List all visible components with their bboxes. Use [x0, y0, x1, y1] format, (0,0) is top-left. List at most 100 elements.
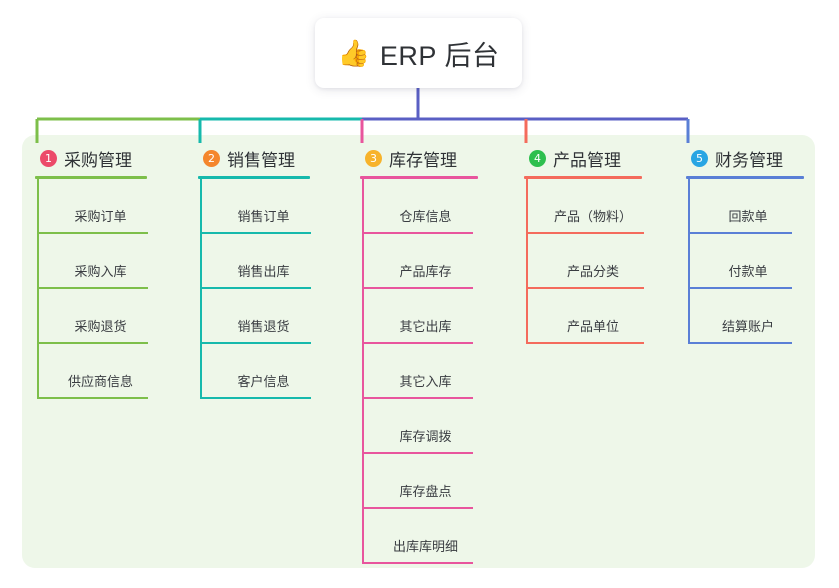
branch-title: 采购管理 — [64, 150, 132, 170]
list-item-label: 销售出库 — [237, 264, 290, 279]
branch-vertical-stem — [526, 179, 528, 344]
list-item[interactable]: 付款单 — [686, 234, 804, 289]
diagram-panel-background — [22, 135, 815, 568]
root-node-content: 👍 ERP 后台 — [338, 34, 500, 73]
list-item[interactable]: 回款单 — [686, 179, 804, 234]
list-item[interactable]: 库存盘点 — [360, 454, 478, 509]
list-item-label: 产品（物料） — [553, 209, 632, 224]
list-item-underline — [362, 562, 473, 564]
list-item-underline — [362, 232, 473, 234]
list-item[interactable]: 其它入库 — [360, 344, 478, 399]
list-item-underline — [37, 397, 148, 399]
branch-header-underline — [360, 176, 478, 179]
list-item-label: 结算账户 — [721, 319, 774, 334]
branch-vertical-stem — [688, 179, 690, 344]
list-item[interactable]: 产品分类 — [524, 234, 644, 289]
list-item-underline — [362, 342, 473, 344]
branch-number-badge: 2 — [203, 149, 220, 167]
list-item-underline — [362, 287, 473, 289]
list-item[interactable]: 产品单位 — [524, 289, 644, 344]
list-item-label: 采购入库 — [74, 264, 127, 279]
list-item-underline — [37, 342, 148, 344]
root-node-erp-backend[interactable]: 👍 ERP 后台 — [315, 18, 522, 88]
list-item-underline — [688, 232, 792, 234]
branch-column-销售管理: 2 销售管理销售订单销售出库销售退货客户信息 — [198, 145, 311, 399]
branch-column-财务管理: 5 财务管理回款单付款单结算账户 — [686, 145, 804, 344]
branch-number-badge: 5 — [691, 149, 708, 167]
branch-header-underline — [35, 176, 147, 179]
list-item-label: 产品分类 — [566, 264, 619, 279]
list-item-label: 客户信息 — [237, 374, 290, 389]
list-item-label: 库存盘点 — [399, 484, 452, 499]
list-item-label: 出库库明细 — [392, 539, 458, 554]
list-item[interactable]: 其它出库 — [360, 289, 478, 344]
branch-header-销售管理[interactable]: 2 销售管理 — [198, 145, 310, 171]
branch-item-list: 产品（物料） 产品分类产品单位 — [524, 179, 644, 344]
branch-number-badge: 3 — [365, 149, 382, 167]
list-item[interactable]: 销售订单 — [198, 179, 311, 234]
list-item-underline — [526, 287, 644, 289]
list-item-label: 付款单 — [728, 264, 768, 279]
list-item-label: 采购退货 — [74, 319, 127, 334]
branch-number-badge: 1 — [40, 149, 57, 167]
list-item-label: 回款单 — [728, 209, 768, 224]
list-item-underline — [526, 232, 644, 234]
list-item-underline — [362, 452, 473, 454]
list-item[interactable]: 供应商信息 — [35, 344, 148, 399]
branch-title: 销售管理 — [227, 150, 295, 170]
branch-item-list: 销售订单销售出库销售退货客户信息 — [198, 179, 311, 399]
list-item-underline — [200, 342, 311, 344]
branch-vertical-stem — [362, 179, 364, 564]
list-item-label: 库存调拨 — [399, 429, 452, 444]
branch-header-财务管理[interactable]: 5 财务管理 — [686, 145, 804, 171]
list-item-label: 仓库信息 — [399, 209, 452, 224]
list-item[interactable]: 库存调拨 — [360, 399, 478, 454]
list-item-underline — [37, 232, 148, 234]
branch-number-badge: 4 — [529, 149, 546, 167]
list-item[interactable]: 出库库明细 — [360, 509, 478, 564]
branch-column-库存管理: 3 库存管理仓库信息产品库存其它出库其它入库库存调拨库存盘点出库库明细 — [360, 145, 478, 564]
list-item-underline — [200, 397, 311, 399]
branch-column-采购管理: 1 采购管理采购订单采购入库采购退货供应商信息 — [35, 145, 148, 399]
list-item[interactable]: 采购订单 — [35, 179, 148, 234]
list-item-underline — [37, 287, 148, 289]
list-item[interactable]: 结算账户 — [686, 289, 804, 344]
list-item[interactable]: 客户信息 — [198, 344, 311, 399]
branch-column-产品管理: 4 产品管理产品（物料） 产品分类产品单位 — [524, 145, 644, 344]
branch-title: 库存管理 — [389, 150, 457, 170]
list-item-underline — [200, 232, 311, 234]
branch-header-库存管理[interactable]: 3 库存管理 — [360, 145, 478, 171]
branch-header-underline — [686, 176, 804, 179]
list-item-label: 销售退货 — [237, 319, 290, 334]
thumbs-up-icon: 👍 — [337, 38, 370, 68]
list-item[interactable]: 产品库存 — [360, 234, 478, 289]
list-item[interactable]: 销售出库 — [198, 234, 311, 289]
list-item-underline — [362, 507, 473, 509]
branch-header-underline — [198, 176, 310, 179]
list-item-underline — [526, 342, 644, 344]
list-item[interactable]: 销售退货 — [198, 289, 311, 344]
list-item-label: 产品单位 — [566, 319, 619, 334]
list-item-label: 供应商信息 — [67, 374, 133, 389]
branch-title: 财务管理 — [715, 150, 783, 170]
list-item-label: 采购订单 — [74, 209, 127, 224]
branch-item-list: 采购订单采购入库采购退货供应商信息 — [35, 179, 148, 399]
list-item-label: 其它入库 — [399, 374, 452, 389]
branch-header-采购管理[interactable]: 1 采购管理 — [35, 145, 147, 171]
branch-header-产品管理[interactable]: 4 产品管理 — [524, 145, 642, 171]
list-item-label: 销售订单 — [237, 209, 290, 224]
list-item[interactable]: 仓库信息 — [360, 179, 478, 234]
list-item-underline — [362, 397, 473, 399]
branch-title: 产品管理 — [553, 150, 621, 170]
branch-item-list: 回款单付款单结算账户 — [686, 179, 804, 344]
list-item[interactable]: 采购入库 — [35, 234, 148, 289]
list-item-label: 其它出库 — [399, 319, 452, 334]
list-item[interactable]: 产品（物料） — [524, 179, 644, 234]
list-item-underline — [688, 342, 792, 344]
list-item[interactable]: 采购退货 — [35, 289, 148, 344]
list-item-underline — [688, 287, 792, 289]
branch-header-underline — [524, 176, 642, 179]
list-item-underline — [200, 287, 311, 289]
